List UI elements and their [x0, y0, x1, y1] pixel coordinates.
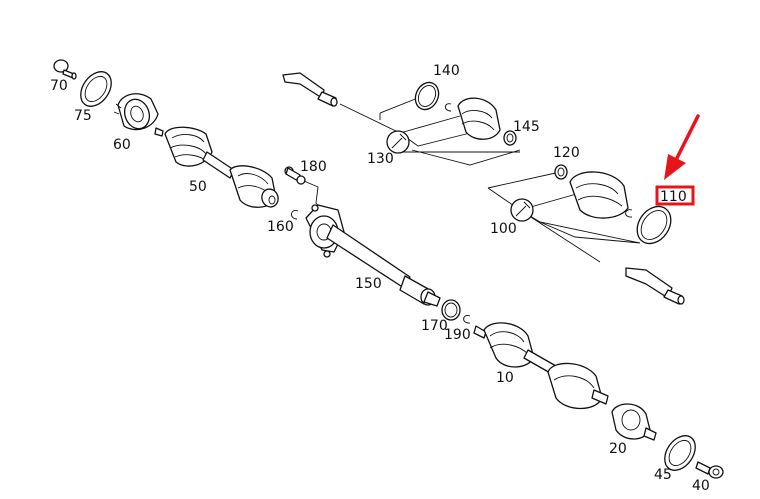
part-170-seal-ring[interactable] [441, 299, 461, 321]
highlight-arrow [664, 114, 700, 180]
label-100[interactable]: 100 [490, 221, 517, 237]
part-10-inner-boot[interactable] [473, 322, 557, 375]
label-40[interactable]: 40 [692, 478, 710, 494]
part-190-circlip[interactable] [463, 315, 471, 324]
part-75-gasket[interactable] [74, 66, 117, 112]
label-145[interactable]: 145 [513, 119, 540, 135]
part-50-outer-boot[interactable] [164, 126, 281, 209]
label-10[interactable]: 10 [496, 370, 514, 386]
label-160[interactable]: 160 [267, 219, 294, 235]
label-60[interactable]: 60 [113, 137, 131, 153]
label-180[interactable]: 180 [300, 159, 327, 175]
label-130[interactable]: 130 [367, 151, 394, 167]
part-45-gasket[interactable] [658, 430, 701, 476]
kit-100-assembly[interactable] [487, 164, 685, 305]
part-110-ring[interactable] [630, 200, 678, 250]
part-40-bolt[interactable] [695, 461, 724, 479]
part-160-circlip[interactable] [291, 210, 299, 220]
label-75[interactable]: 75 [74, 108, 92, 124]
label-50[interactable]: 50 [189, 179, 207, 195]
label-190[interactable]: 190 [444, 327, 471, 343]
label-170[interactable]: 170 [421, 318, 448, 334]
wrench-icon [386, 130, 410, 154]
part-10-joint-housing[interactable] [547, 362, 609, 410]
wrench-icon [510, 198, 534, 222]
part-60-cv-joint[interactable] [113, 93, 164, 137]
part-70-bolt[interactable] [53, 59, 77, 80]
label-120[interactable]: 120 [553, 145, 580, 161]
label-110[interactable]: 110 [660, 189, 687, 205]
label-70[interactable]: 70 [50, 78, 68, 94]
kit-130-assembly[interactable] [282, 72, 521, 166]
label-150[interactable]: 150 [355, 276, 382, 292]
label-140[interactable]: 140 [433, 63, 460, 79]
part-150-intermediate-shaft[interactable] [305, 204, 441, 307]
highlight-box-110 [655, 185, 695, 206]
label-20[interactable]: 20 [609, 441, 627, 457]
part-20-wheel-joint[interactable] [611, 403, 657, 441]
label-45[interactable]: 45 [654, 467, 672, 483]
